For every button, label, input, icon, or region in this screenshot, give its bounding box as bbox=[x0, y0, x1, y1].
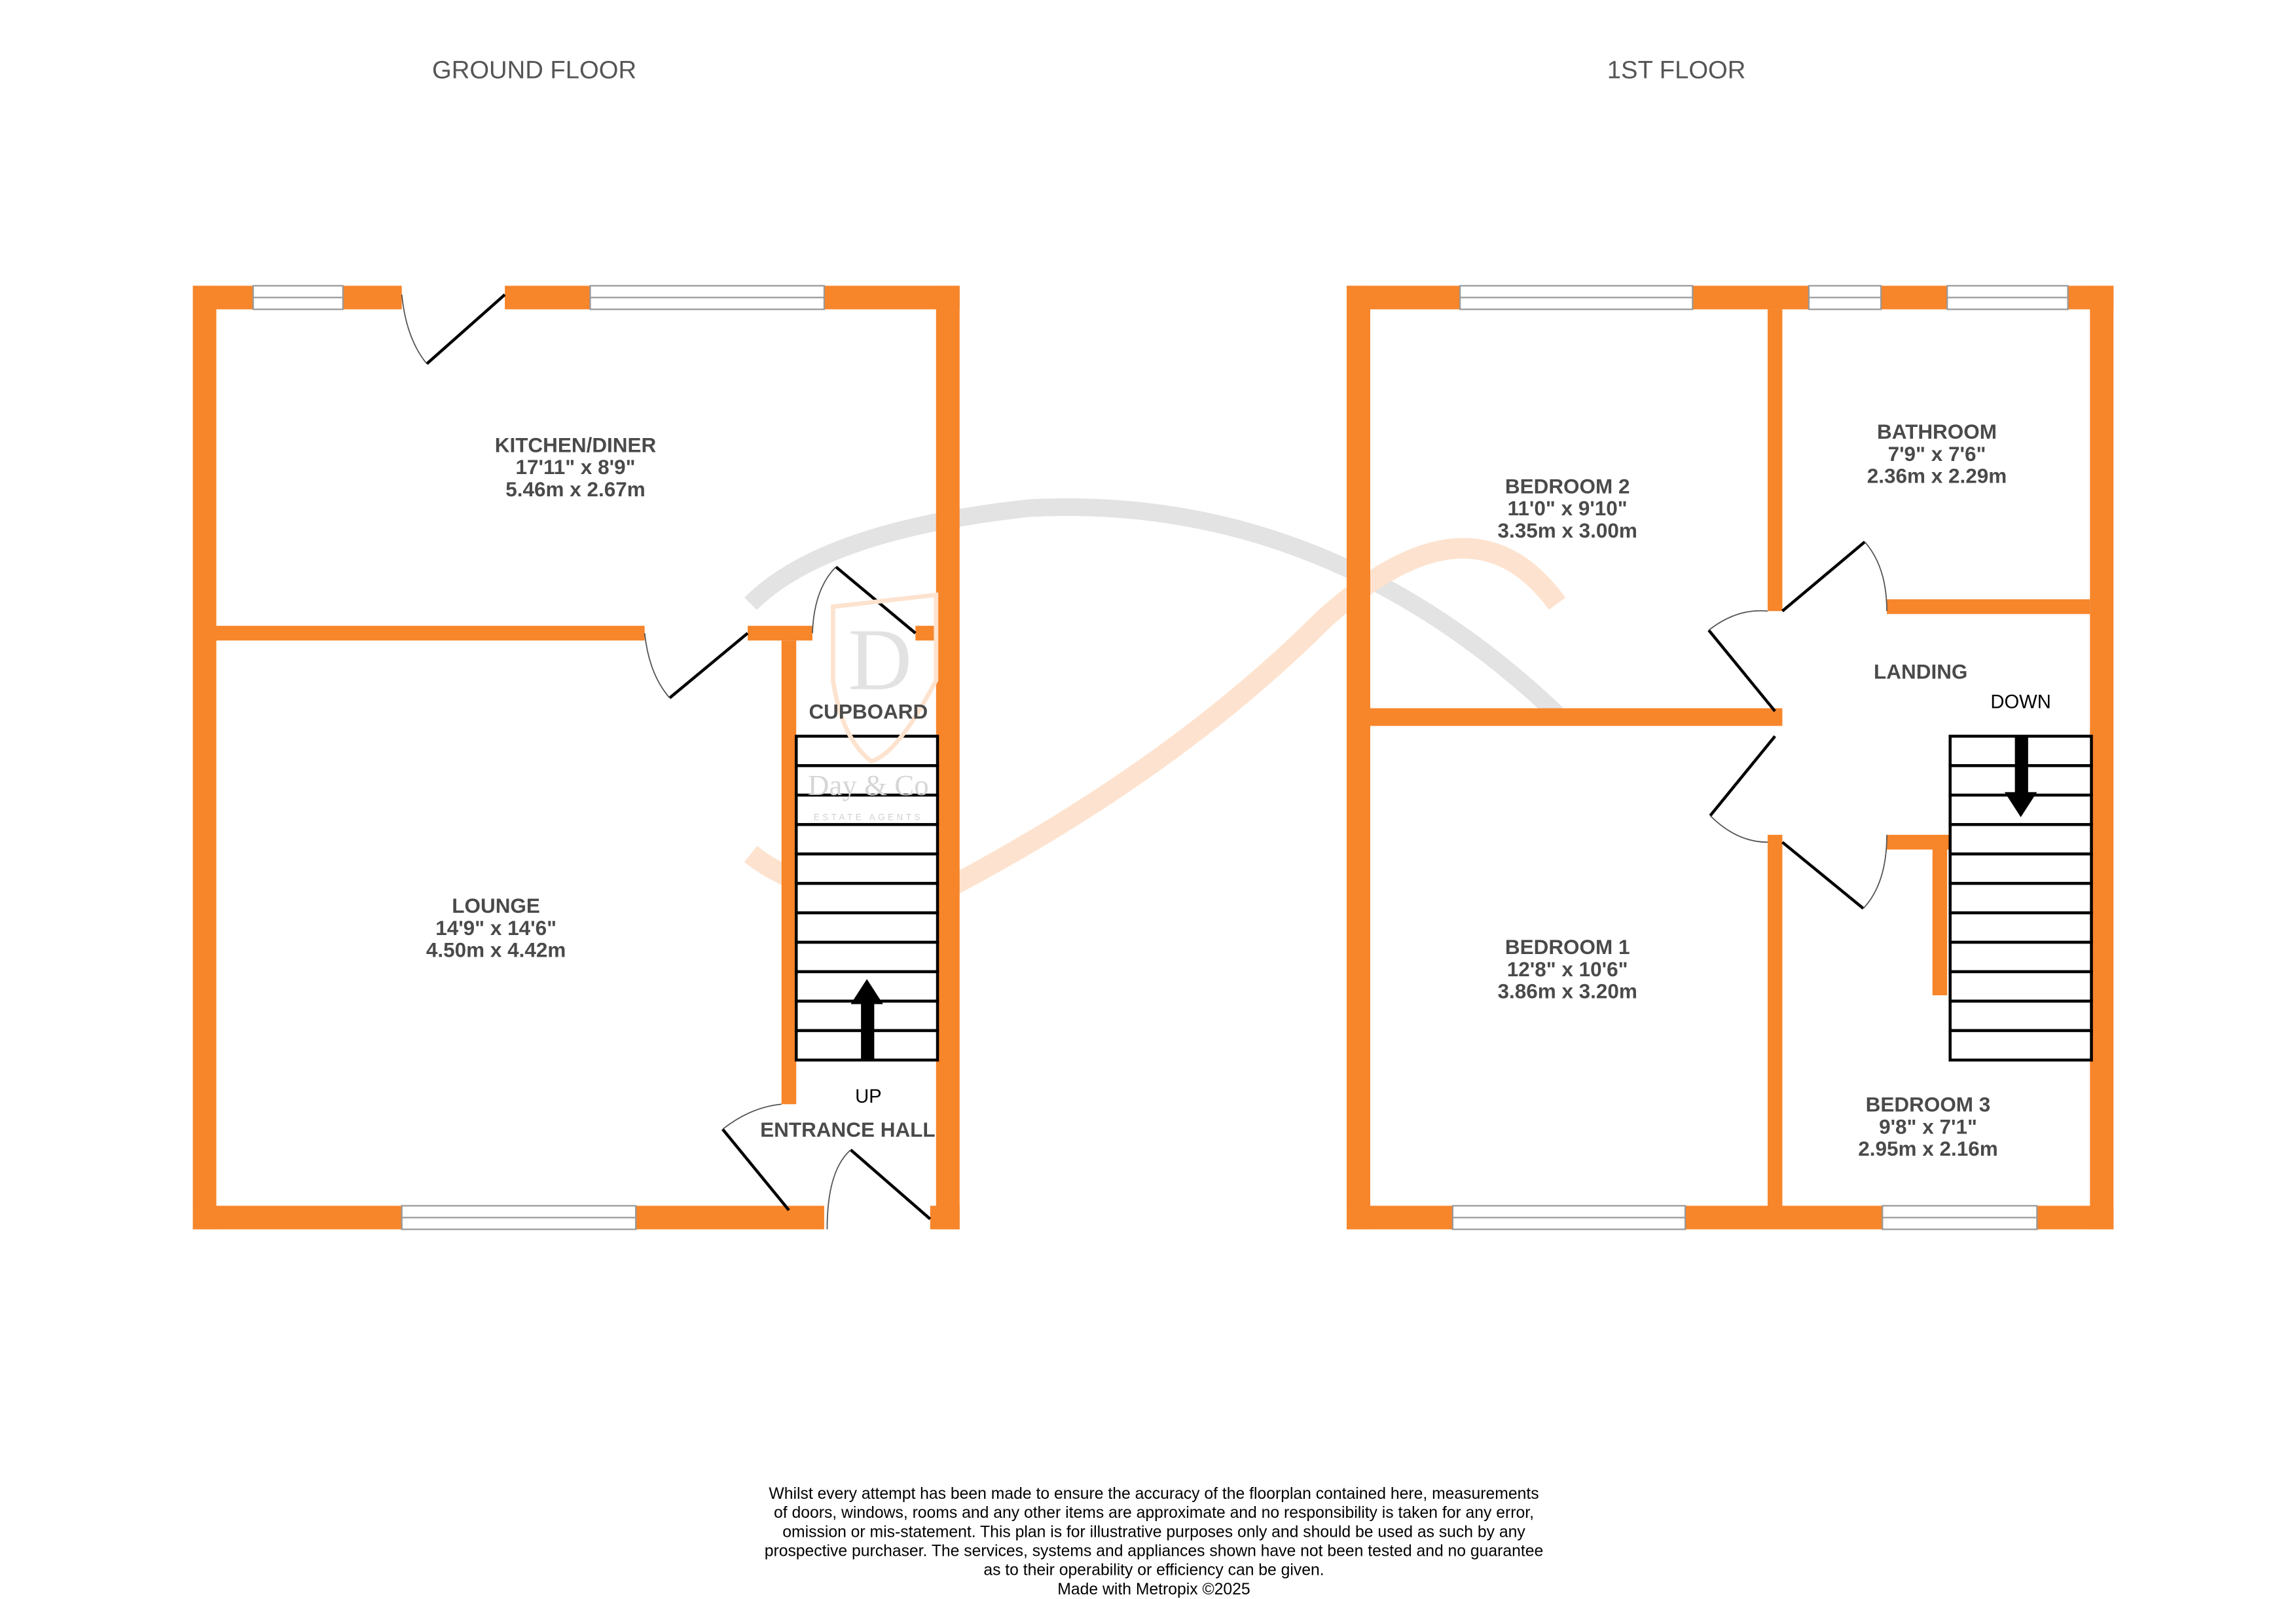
stair-tread bbox=[1948, 911, 2093, 944]
stairs-up-label: UP bbox=[855, 1086, 882, 1107]
stair-tread bbox=[794, 881, 939, 915]
stair-tread bbox=[1948, 970, 2093, 1003]
room-name-lounge: LOUNGE bbox=[452, 894, 540, 917]
stair-tread bbox=[1948, 999, 2093, 1033]
stair-tread bbox=[794, 911, 939, 944]
stairs-first bbox=[1948, 735, 2093, 1062]
room-name-landing: LANDING bbox=[1874, 661, 1967, 684]
room-name-cupboard: CUPBOARD bbox=[809, 700, 928, 723]
room-dim-bedroom-2-imperial: 11'0" x 9'10" bbox=[1508, 497, 1628, 520]
room-name-entrance-hall: ENTRANCE HALL bbox=[760, 1118, 935, 1141]
room-name-bedroom-1: BEDROOM 1 bbox=[1505, 936, 1630, 959]
room-dim-kitchen-metric: 5.46m x 2.67m bbox=[505, 478, 645, 501]
watermark-name: Day & Co bbox=[808, 769, 929, 801]
room-dim-bedroom-1-imperial: 12'8" x 10'6" bbox=[1507, 958, 1628, 981]
ground-floor-title: GROUND FLOOR bbox=[432, 56, 636, 84]
stair-tread bbox=[1948, 881, 2093, 915]
room-name-bathroom: BATHROOM bbox=[1877, 420, 1997, 443]
stairs-down-label: DOWN bbox=[1990, 692, 2051, 713]
watermark-monogram: D bbox=[848, 611, 912, 708]
stair-tread bbox=[794, 735, 939, 767]
watermark-tagline: ESTATE AGENTS bbox=[814, 812, 923, 822]
disclaimer-line: of doors, windows, rooms and any other i… bbox=[774, 1504, 1534, 1522]
room-dim-bedroom-3-metric: 2.95m x 2.16m bbox=[1858, 1137, 1997, 1160]
room-name-bedroom-2: BEDROOM 2 bbox=[1505, 475, 1630, 498]
room-dim-lounge-imperial: 14'9" x 14'6" bbox=[435, 917, 556, 940]
room-dim-bedroom-2-metric: 3.35m x 3.00m bbox=[1497, 519, 1637, 542]
room-name-kitchen: KITCHEN/DINER bbox=[495, 433, 657, 456]
windows bbox=[252, 285, 2069, 1230]
stair-tread bbox=[1948, 1029, 2093, 1062]
stair-tread bbox=[794, 822, 939, 856]
stair-tread bbox=[794, 940, 939, 974]
room-name-bedroom-3: BEDROOM 3 bbox=[1866, 1094, 1991, 1116]
stair-tread bbox=[1948, 940, 2093, 974]
room-dim-lounge-metric: 4.50m x 4.42m bbox=[426, 939, 566, 962]
stair-tread bbox=[1948, 822, 2093, 856]
disclaimer-line: prospective purchaser. The services, sys… bbox=[765, 1543, 1544, 1560]
stair-tread bbox=[1948, 852, 2093, 885]
room-dim-bedroom-1-metric: 3.86m x 3.20m bbox=[1497, 980, 1637, 1002]
room-dim-bathroom-metric: 2.36m x 2.29m bbox=[1867, 465, 2007, 488]
arrow-down-icon bbox=[2004, 736, 2037, 817]
credit: Made with Metropix ©2025 bbox=[1057, 1581, 1250, 1598]
room-dim-bedroom-3-imperial: 9'8" x 7'1" bbox=[1879, 1115, 1977, 1138]
first-floor-title: 1ST FLOOR bbox=[1607, 56, 1746, 84]
disclaimer-line: as to their operability or efficiency ca… bbox=[983, 1562, 1324, 1579]
stairs-ground bbox=[794, 735, 939, 1062]
stair-tread bbox=[794, 852, 939, 885]
doors bbox=[401, 293, 1887, 1230]
room-dim-kitchen-imperial: 17'11" x 8'9" bbox=[515, 456, 635, 479]
room-dim-bathroom-imperial: 7'9" x 7'6" bbox=[1888, 443, 1986, 466]
arrow-up-icon bbox=[850, 979, 883, 1060]
disclaimer-line: Whilst every attempt has been made to en… bbox=[769, 1485, 1539, 1503]
disclaimer: Whilst every attempt has been made to en… bbox=[765, 1485, 1544, 1598]
watermark-logo: D Day & Co ESTATE AGENTS bbox=[808, 592, 939, 822]
disclaimer-line: omission or mis-statement. This plan is … bbox=[782, 1523, 1525, 1541]
